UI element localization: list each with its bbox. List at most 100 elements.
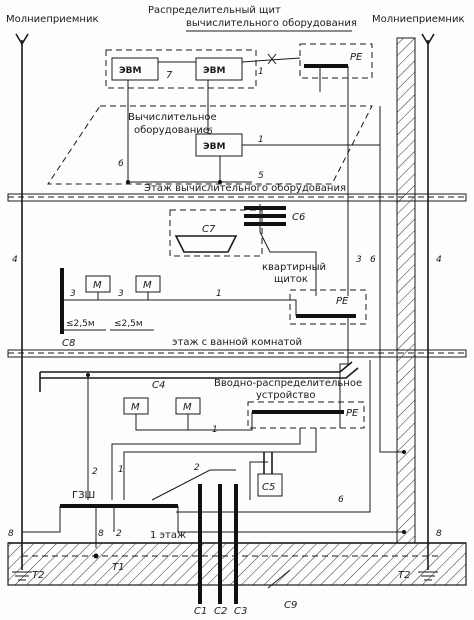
computing-eq-label-1: Вычислительное (128, 112, 217, 123)
left-lightning-rod-icon (15, 33, 29, 46)
number-3-a: 3 (70, 289, 76, 299)
number-2-c: 2 (116, 529, 122, 539)
evm-top-right: ЭВМ (195, 57, 243, 81)
right-lightning-rod-icon (421, 33, 435, 46)
c9-label: С9 (284, 600, 297, 611)
left-down-conductor (12, 33, 32, 581)
evm-box-2 (195, 57, 243, 81)
input-device-box (247, 401, 365, 429)
evm-box-1 (111, 57, 159, 81)
wire-8-right (177, 506, 404, 533)
wire-c6-to-panel (259, 231, 317, 296)
number-3-b: 3 (118, 289, 124, 299)
evm-middle: ЭВМ (195, 133, 243, 157)
c4-pipe-bottom (40, 367, 359, 379)
number-2-a: 2 (92, 467, 98, 477)
apartment-panel-box (289, 289, 367, 325)
number-1-top: 1 (258, 67, 264, 77)
number-4-left: 4 (12, 255, 18, 265)
input-device-label-1: Вводно-распределительное (214, 378, 362, 389)
evm-label-2: ЭВМ (203, 66, 225, 76)
dist-panel-pe-label: PE (350, 52, 363, 63)
floor-1-label: 1 этаж (150, 530, 186, 541)
number-1-bath: 1 (216, 289, 222, 299)
node-right-1 (402, 450, 406, 454)
t1-label: Т1 (112, 562, 124, 573)
number-8-mid: 8 (98, 529, 104, 539)
evm-label-3: ЭВМ (203, 142, 225, 152)
dist-panel-top: PE (299, 43, 373, 79)
number-8-left: 8 (8, 529, 14, 539)
c3-label: С3 (234, 606, 247, 617)
number-6-riser: 6 (370, 255, 376, 265)
break-mark-icon (267, 53, 277, 65)
c9-leader (267, 569, 291, 589)
apartment-pe-label: PE (336, 296, 349, 307)
wire-3-down (339, 316, 349, 428)
node-right-2 (402, 530, 406, 534)
distance-label-2: ≤2,5м (114, 319, 143, 329)
lightning-rod-label-left: Молниеприемник (6, 14, 99, 25)
floor-slabs (7, 193, 467, 358)
c4-pipe-top (40, 361, 353, 373)
computing-floor-plane (47, 105, 373, 185)
wire-6-lower (176, 360, 371, 513)
gzsh-label: ГЗШ (72, 490, 95, 501)
wire-1-a (111, 428, 301, 500)
m-label-4: М (183, 402, 192, 413)
computing-eq-label-2: оборудование (134, 125, 209, 136)
c2-label: С2 (214, 606, 227, 617)
t2-label-left: Т2 (32, 570, 44, 581)
floor-computing-label: Этаж вычислительного оборудования (144, 183, 346, 194)
evm-top-left: ЭВМ (111, 57, 159, 81)
number-7: 7 (166, 70, 173, 81)
t1-node (93, 553, 99, 559)
m-label-1: М (93, 280, 102, 291)
input-device-label-2: устройство (256, 390, 316, 401)
wire-c5 (249, 461, 268, 500)
number-5: 5 (258, 171, 264, 181)
right-ground-symbol-icon (418, 571, 438, 581)
wire-8-left (22, 506, 61, 533)
number-2-b: 2 (194, 463, 200, 473)
t2-label-right: Т2 (398, 570, 410, 581)
m-label-2: М (143, 280, 152, 291)
c5-label: С5 (262, 482, 275, 493)
number-1-mid: 1 (258, 135, 264, 145)
floor-bathroom-label: этаж с ванной комнатой (172, 337, 302, 348)
c6-label: С6 (292, 212, 305, 223)
number-6-lower: 6 (338, 495, 344, 505)
c5-box (257, 473, 283, 497)
wire-6-right (379, 404, 404, 453)
dist-panel-title-2: вычислительного оборудования (186, 18, 357, 29)
dist-panel-title-1: Распределительный щит (148, 5, 281, 16)
node-1 (126, 180, 130, 184)
right-wall (396, 33, 438, 581)
right-wall-hatch (396, 37, 416, 544)
c6-pipes: С6 (244, 204, 305, 232)
bathroom-area (169, 209, 263, 257)
number-8-right: 8 (436, 529, 442, 539)
m-label-3: М (131, 402, 140, 413)
wire-m-to-device (135, 412, 253, 431)
c8-label: С8 (62, 338, 75, 349)
number-6-left: 6 (118, 159, 124, 169)
number-4-right: 4 (436, 255, 442, 265)
wire-1-b (123, 428, 317, 500)
number-1-lower: 1 (212, 425, 218, 435)
c1-label: С1 (194, 606, 207, 617)
evm-group-outline (105, 49, 257, 89)
distance-label-1: ≤2,5м (66, 319, 95, 329)
apartment-panel-label-1: квартирный (262, 262, 326, 273)
bathtub-icon (174, 235, 238, 253)
c4-label: С4 (152, 380, 165, 391)
wire-2-diag (151, 469, 236, 501)
lightning-rod-label-right: Молниеприемник (372, 14, 465, 25)
input-device-pe-label: PE (346, 408, 359, 419)
evm-label-1: ЭВМ (119, 66, 141, 76)
left-ground-symbol-icon (12, 571, 32, 581)
c7-label: С7 (202, 224, 216, 235)
wire-c8-to-panel (62, 299, 297, 316)
